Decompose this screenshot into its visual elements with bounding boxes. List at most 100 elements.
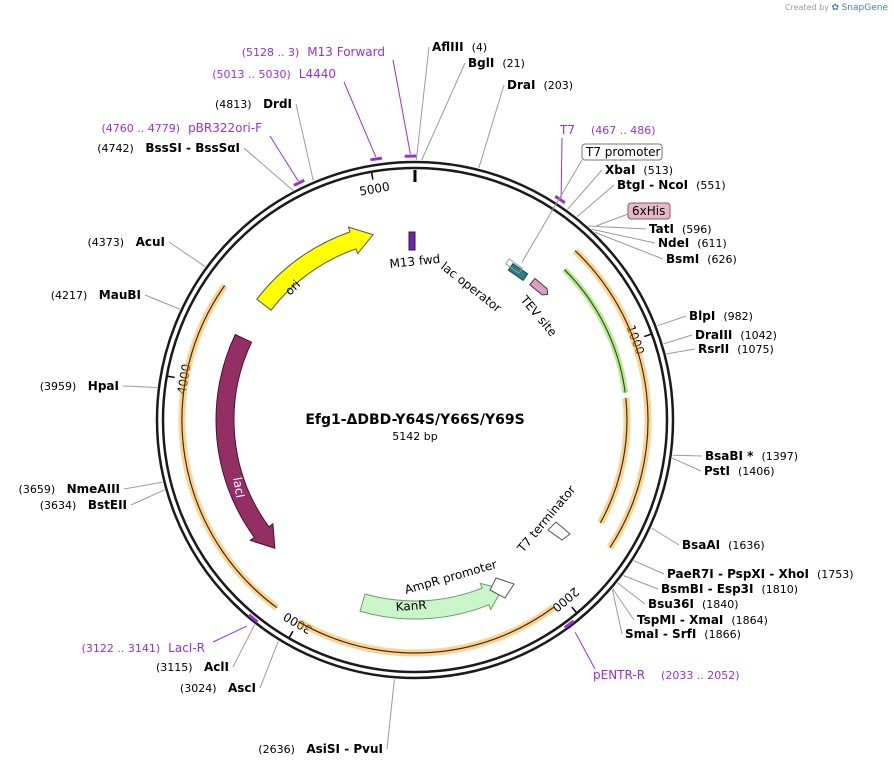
site-leader-right	[612, 588, 635, 621]
primer-bar[interactable]	[247, 613, 259, 624]
site-leader-left	[295, 103, 314, 181]
t7-terminator-glyph[interactable]	[547, 521, 571, 541]
site-leader-right	[415, 46, 430, 161]
scale-tick-4000	[167, 375, 175, 379]
site-label-left[interactable]: (3959) HpaI	[40, 379, 119, 393]
site-leader-left	[144, 294, 180, 310]
his-tag-box[interactable]	[627, 202, 671, 220]
primer-label[interactable]: pENTR-R(2033 .. 2052)	[593, 668, 740, 682]
site-label-right[interactable]: PstI(1406)	[704, 464, 775, 478]
site-label-right[interactable]: Bsu36I(1840)	[648, 597, 739, 611]
site-label-right[interactable]: RsrII(1075)	[698, 342, 774, 356]
site-label-right[interactable]: BsmI(626)	[666, 252, 737, 266]
site-leader-right	[623, 575, 659, 590]
primer-leader	[343, 81, 377, 158]
primer-label[interactable]: T7(467 .. 486)	[559, 123, 656, 137]
m13-fwd-glyph[interactable]	[408, 231, 416, 251]
site-label-right[interactable]: SmaI - SrfI(1866)	[625, 627, 741, 641]
site-label-left[interactable]: (4373) AcuI	[88, 235, 166, 249]
primer-bar[interactable]	[370, 156, 383, 162]
site-leader-left	[168, 241, 206, 268]
primer-label[interactable]: (5013 .. 5030)L4440	[212, 67, 336, 81]
t7-promoter-label: T7 promoter	[585, 145, 661, 159]
backbone-outer-ring	[155, 160, 675, 680]
site-label-right[interactable]: BtgI - NcoI(551)	[617, 178, 726, 192]
t7-promoter-leader	[521, 159, 583, 263]
site-label-left[interactable]: (4217) MauBI	[51, 288, 141, 302]
cds-arc-left-core	[181, 285, 278, 609]
primer-leader	[560, 137, 563, 198]
cds-arc-lower-core	[298, 606, 554, 654]
cds-arc-inner-core	[599, 397, 628, 524]
primer-label[interactable]: (5128 .. 3)M13 Forward	[242, 45, 385, 59]
site-label-left[interactable]: (3115) AclI	[156, 660, 229, 674]
primer-bar[interactable]	[293, 178, 305, 187]
tev-green-arc-core	[563, 269, 626, 393]
site-leader-right	[617, 582, 646, 605]
site-label-left[interactable]: (3634) BstEII	[40, 498, 127, 512]
site-label-right[interactable]: AflIII(4)	[432, 40, 487, 54]
scale-tick-1000	[644, 333, 652, 338]
site-leader-right	[672, 454, 703, 457]
site-label-right[interactable]: DraI(203)	[507, 78, 573, 92]
site-leader-right	[657, 315, 687, 327]
tev-site-label: TEV site	[517, 292, 560, 339]
snapgene-logo-icon: ✿	[831, 3, 840, 13]
site-leader-right	[666, 348, 696, 355]
m13-fwd-label: M13 fwd	[389, 252, 441, 271]
tev-green-arc[interactable]	[562, 267, 629, 394]
primer-bar[interactable]	[554, 195, 566, 204]
primer-leader	[392, 59, 411, 155]
site-label-left[interactable]: (4813) DrdI	[215, 97, 292, 111]
tev-site-glyph[interactable]	[529, 277, 550, 298]
site-label-right[interactable]: BglI(21)	[468, 56, 525, 70]
backbone-inner-ring	[161, 166, 669, 674]
snapgene-credit: Created by ✿ SnapGene	[785, 3, 888, 13]
ori-feature-arrow[interactable]	[256, 226, 374, 311]
site-label-left[interactable]: (2636) AsiSI - PvuI	[258, 742, 383, 756]
site-label-right[interactable]: XbaI(513)	[605, 163, 673, 177]
site-leader-right	[421, 62, 466, 161]
primer-leader	[212, 625, 248, 643]
site-label-right[interactable]: BsmBI - Esp3I(1810)	[661, 582, 798, 596]
site-label-right[interactable]: BsaBI *(1397)	[705, 449, 798, 463]
primer-leader	[574, 632, 596, 670]
site-leader-left	[232, 624, 256, 668]
site-leader-right	[594, 231, 664, 260]
his-tag-label: 6xHis	[632, 204, 665, 218]
scale-tick-5000	[370, 172, 374, 180]
ampr-promoter-glyph[interactable]	[489, 577, 515, 599]
site-label-right[interactable]: BsaAI(1636)	[682, 538, 765, 552]
primer-label[interactable]: (4760 .. 4779)pBR322ori-F	[102, 121, 263, 135]
site-label-right[interactable]: BlpI(982)	[689, 309, 753, 323]
laci-feature-arrow[interactable]	[215, 333, 276, 549]
site-label-left[interactable]: (3659) NmeAIII	[19, 482, 120, 496]
site-leader-left	[123, 481, 163, 490]
site-leader-right	[671, 457, 702, 472]
site-leader-right	[591, 228, 656, 244]
scale-tick-2000	[571, 606, 577, 613]
site-leader-left	[259, 641, 279, 689]
site-leader-left	[386, 679, 395, 750]
site-label-right[interactable]: PaeR7I - PspXI - XhoI(1753)	[667, 567, 854, 581]
primer-bar[interactable]	[563, 619, 575, 629]
site-label-right[interactable]: DraIII(1042)	[695, 328, 777, 342]
plasmid-title: Efg1-ΔDBD-Y64S/Y66S/Y69S	[305, 412, 524, 428]
site-label-right[interactable]: TatI(596)	[649, 222, 712, 236]
credit-brand: SnapGene	[841, 3, 888, 13]
site-leader-right	[663, 334, 693, 345]
plasmid-length: 5142 bp	[392, 430, 437, 443]
primer-label[interactable]: (3122 .. 3141)LacI-R	[82, 641, 205, 655]
t7-promoter-box[interactable]	[581, 143, 663, 161]
site-label-right[interactable]: NdeI(611)	[658, 236, 727, 250]
site-label-right[interactable]: TspMI - XmaI(1864)	[637, 613, 768, 627]
site-label-left[interactable]: (3024) AscI	[180, 681, 256, 695]
lac-operator-outline	[505, 258, 523, 274]
site-label-left[interactable]: (4742) BssSI - BssSαI	[97, 141, 240, 155]
site-leader-right	[651, 527, 680, 546]
site-leader-right	[588, 225, 647, 230]
cds-arc-main-core	[574, 250, 649, 549]
site-leader-right	[576, 184, 615, 218]
primer-leader	[269, 135, 299, 182]
t7-terminator-label: T7 terminator	[514, 483, 578, 556]
